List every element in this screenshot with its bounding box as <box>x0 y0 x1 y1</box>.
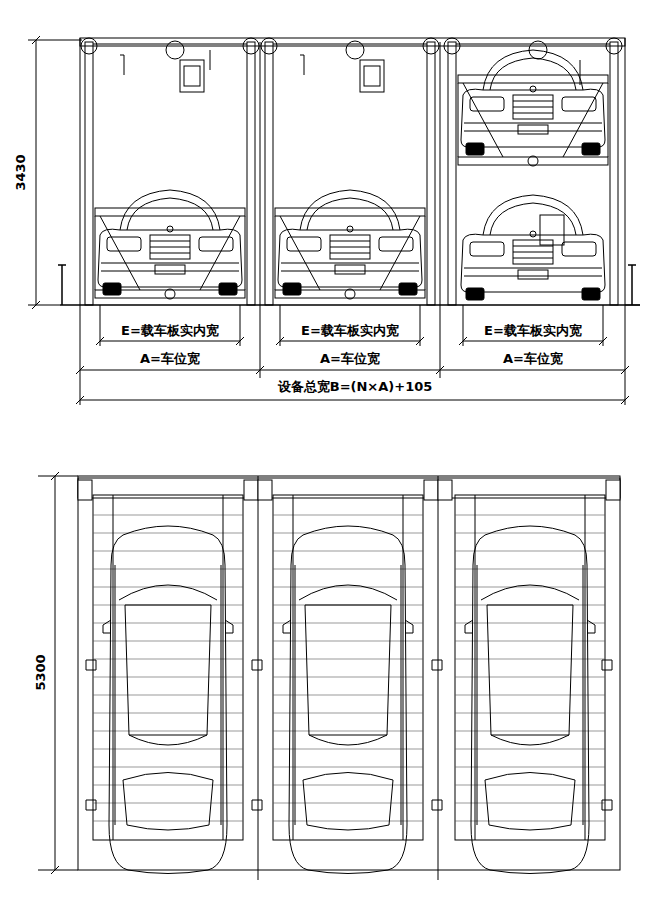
dimension-label: A=车位宽 <box>318 351 382 366</box>
dimension-label: E=载车板实内宽 <box>119 323 221 338</box>
dimension-label: E=载车板实内宽 <box>299 323 401 338</box>
dimension-label: 5300 <box>33 652 48 692</box>
dimension-label: A=车位宽 <box>501 351 565 366</box>
dimension-label: 3430 <box>13 152 28 192</box>
dimension-label: E=载车板实内宽 <box>482 323 584 338</box>
dimension-label: 设备总宽B=(N×A)+105 <box>276 379 435 394</box>
dimension-label: A=车位宽 <box>138 351 202 366</box>
